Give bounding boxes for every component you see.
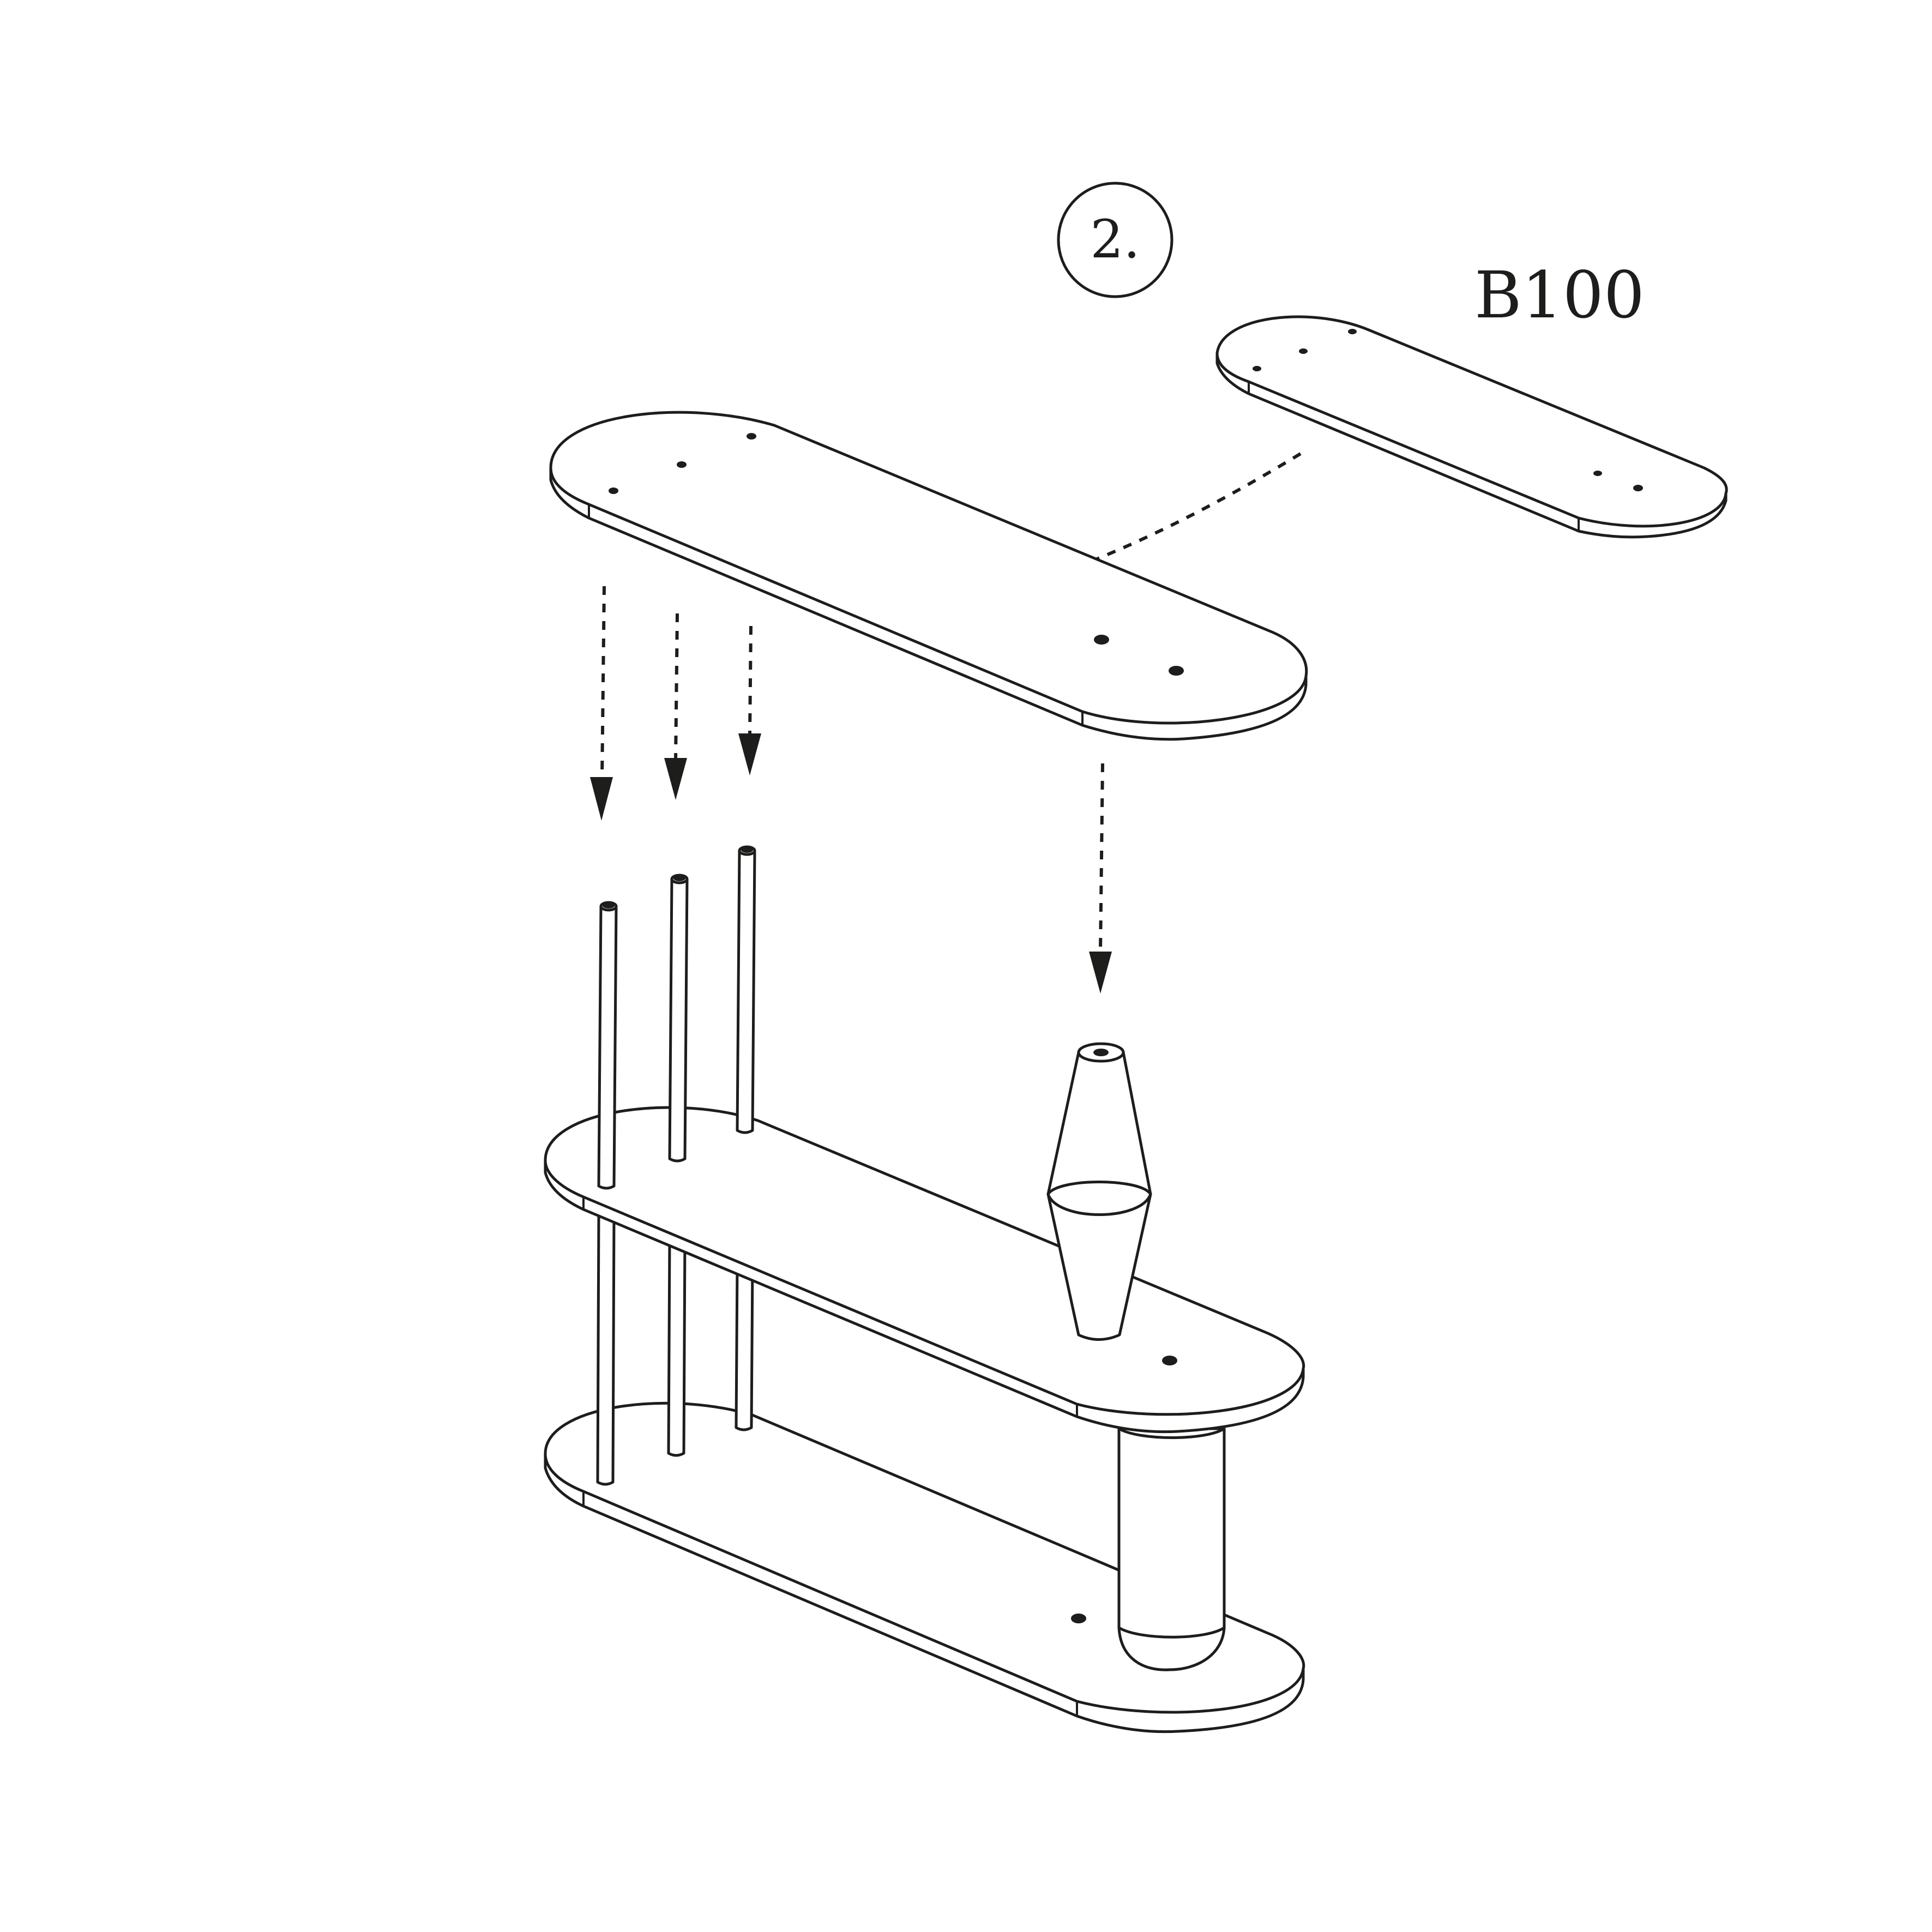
wooden-dowel-3 (736, 845, 756, 1134)
placement-arrow-cone (1089, 763, 1112, 994)
step-number: 2. (1090, 209, 1140, 270)
top-plank (549, 411, 1308, 741)
wooden-dowel-1 (597, 901, 618, 1190)
dowel-hole (747, 433, 756, 440)
placement-arrow-dowel-3 (738, 625, 761, 775)
cone-leg (1046, 1042, 1152, 1341)
part-code-label: B100 (1474, 257, 1645, 333)
wooden-dowel-2 (668, 874, 689, 1163)
middle-plank-surface (544, 1106, 1305, 1416)
step-indicator: 2. (1057, 182, 1173, 298)
dowel-hole (1094, 635, 1109, 645)
reference-plank-top (1215, 315, 1728, 528)
dowel-hole (1169, 666, 1184, 676)
dowel-lower-segments (596, 1214, 754, 1486)
dowel-hole (1093, 1049, 1109, 1056)
dowel-hole (677, 461, 687, 468)
bottom-plank (544, 1401, 1305, 1734)
top-plank-surface (549, 411, 1308, 725)
dowel-hole (1299, 348, 1308, 354)
dowel-hole (1071, 1614, 1086, 1623)
cylinder-leg (1117, 1427, 1226, 1671)
dowel-hole (1162, 1356, 1177, 1365)
arrowhead-icon (590, 777, 613, 821)
middle-plank (544, 1106, 1305, 1434)
step-circle (1057, 182, 1173, 298)
reference-plank-b100 (1215, 315, 1728, 539)
arrowhead-icon (1089, 952, 1112, 994)
arrowhead-icon (664, 758, 687, 800)
arrowhead-icon (738, 733, 761, 775)
dowel-hole (609, 487, 618, 494)
placement-arrow-dowel-1 (590, 586, 613, 821)
dowel-hole (1593, 471, 1602, 476)
placement-arrow-dowel-2 (664, 613, 687, 800)
dowel-hole (1633, 485, 1643, 491)
dowel-hole (1253, 366, 1261, 371)
dowel-hole (1348, 329, 1357, 334)
